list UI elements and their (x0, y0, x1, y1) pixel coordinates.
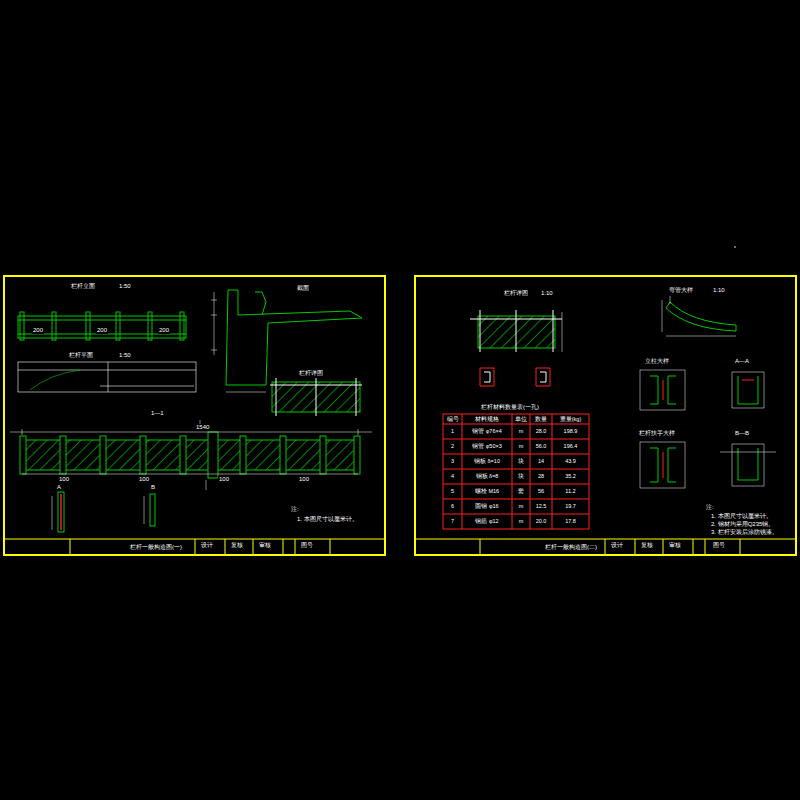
table-cell: 2 (443, 443, 462, 450)
drawing-label: A—A (734, 358, 750, 365)
drawing-label: 审核 (668, 542, 682, 549)
table-cell: 19.7 (552, 503, 589, 510)
drawing-label: A (56, 484, 62, 491)
drawing-label: 100 (218, 476, 230, 483)
table-cell: 56.0 (530, 443, 552, 450)
table-cell: 14 (530, 458, 552, 465)
bend-detail (662, 296, 736, 336)
drawing-label: 1. 本图尺寸以厘米计。 (296, 516, 359, 523)
drawing-label: 栏杆扶手大样 (638, 430, 676, 437)
drawing-label: 栏杆详图 (503, 290, 529, 297)
material-table (443, 414, 589, 529)
drawing-label: 弯管大样 (668, 287, 694, 294)
drawing-label: 100 (298, 476, 310, 483)
drawing-label: 审核 (258, 542, 272, 549)
drawing-label: 1540 (195, 424, 210, 431)
table-cell: 35.2 (552, 473, 589, 480)
drawing-label: 100 (58, 476, 70, 483)
table-cell: 单位 (512, 416, 530, 423)
drawing-label: 复核 (230, 542, 244, 549)
drawing-label: 立柱大样 (644, 358, 670, 365)
railing-detail (270, 378, 362, 416)
drawing-label: 设计 (610, 542, 624, 549)
table-cell: 钢板 δ=10 (462, 458, 512, 465)
section-view (211, 290, 362, 392)
drawing-label: 1:10 (540, 290, 554, 297)
sheet-title: 栏杆一般构造图(二) (544, 543, 598, 552)
drawing-label: 注: (290, 506, 300, 513)
drawing-label: 复核 (640, 542, 654, 549)
table-cell: 钢板 δ=8 (462, 473, 512, 480)
drawing-label: 1:10 (712, 287, 726, 294)
table-cell: 196.4 (552, 443, 589, 450)
drawing-label: 1:50 (118, 352, 132, 359)
table-cell: 7 (443, 518, 462, 525)
drawing-label: 100 (138, 476, 150, 483)
table-cell: 6 (443, 503, 462, 510)
drawing-label: 1:50 (118, 283, 132, 290)
table-cell: 数量 (530, 416, 552, 423)
sheet-title: 栏杆一般构造图(一) (129, 543, 183, 552)
table-cell: 编号 (443, 416, 462, 423)
railing-elevation (18, 312, 186, 340)
table-cell: 重量(kg) (552, 416, 589, 423)
table-cell: 套 (512, 488, 530, 495)
table-cell: 11.2 (552, 488, 589, 495)
table-cell: 材料规格 (462, 416, 512, 423)
drawing-label: 图号 (712, 542, 726, 549)
stray-dot (734, 246, 736, 248)
drawing-label: 1—1 (150, 410, 165, 417)
plan-view (18, 362, 196, 392)
title-block (4, 539, 796, 555)
drawing-label: 3. 栏杆安装后涂防锈漆。 (710, 529, 779, 536)
drawing-label: 图号 (300, 542, 314, 549)
table-cell: m (512, 443, 530, 450)
table-cell: 块 (512, 473, 530, 480)
table-cell: 3 (443, 458, 462, 465)
drawing-label: 200 (96, 327, 108, 334)
drawing-label: 截面 (296, 285, 310, 292)
drawing-label: 注: (705, 504, 715, 511)
table-cell: 1 (443, 428, 462, 435)
table-cell: 螺栓 M16 (462, 488, 512, 495)
table-cell: 钢筋 φ12 (462, 518, 512, 525)
drawing-label: 200 (158, 327, 170, 334)
drawing-frame: 栏杆一般构造图(一) (3, 275, 386, 556)
table-cell: 43.9 (552, 458, 589, 465)
drawing-label: 1. 本图尺寸以厘米计。 (710, 513, 773, 520)
drawing-label: 设计 (200, 542, 214, 549)
panel-detail (470, 310, 562, 352)
drawing-label: 栏杆平面 (68, 352, 94, 359)
drawing-label: B—B (734, 430, 750, 437)
post-details (640, 370, 776, 488)
table-cell: 28.0 (530, 428, 552, 435)
long-elevation (10, 420, 372, 490)
drawing-label: B (150, 484, 156, 491)
table-cell: 56 (530, 488, 552, 495)
clip-icons (480, 368, 550, 386)
table-cell: 4 (443, 473, 462, 480)
drawing-label: 栏杆材料数量表(一孔) (480, 404, 540, 411)
table-cell: m (512, 428, 530, 435)
table-cell: 钢管 φ76×4 (462, 428, 512, 435)
small-details (52, 492, 155, 532)
table-cell: m (512, 503, 530, 510)
drawing-label: 栏杆详图 (298, 370, 324, 377)
table-cell: 17.8 (552, 518, 589, 525)
table-cell: m (512, 518, 530, 525)
table-cell: 12.5 (530, 503, 552, 510)
table-cell: 28 (530, 473, 552, 480)
drawing-label: 2. 钢材均采用Q235钢。 (710, 521, 775, 528)
table-cell: 圆钢 φ16 (462, 503, 512, 510)
table-cell: 钢管 φ50×3 (462, 443, 512, 450)
drawing-label: 栏杆立面 (70, 283, 96, 290)
table-cell: 5 (443, 488, 462, 495)
table-cell: 块 (512, 458, 530, 465)
drawing-label: 200 (32, 327, 44, 334)
table-cell: 20.0 (530, 518, 552, 525)
table-cell: 198.9 (552, 428, 589, 435)
